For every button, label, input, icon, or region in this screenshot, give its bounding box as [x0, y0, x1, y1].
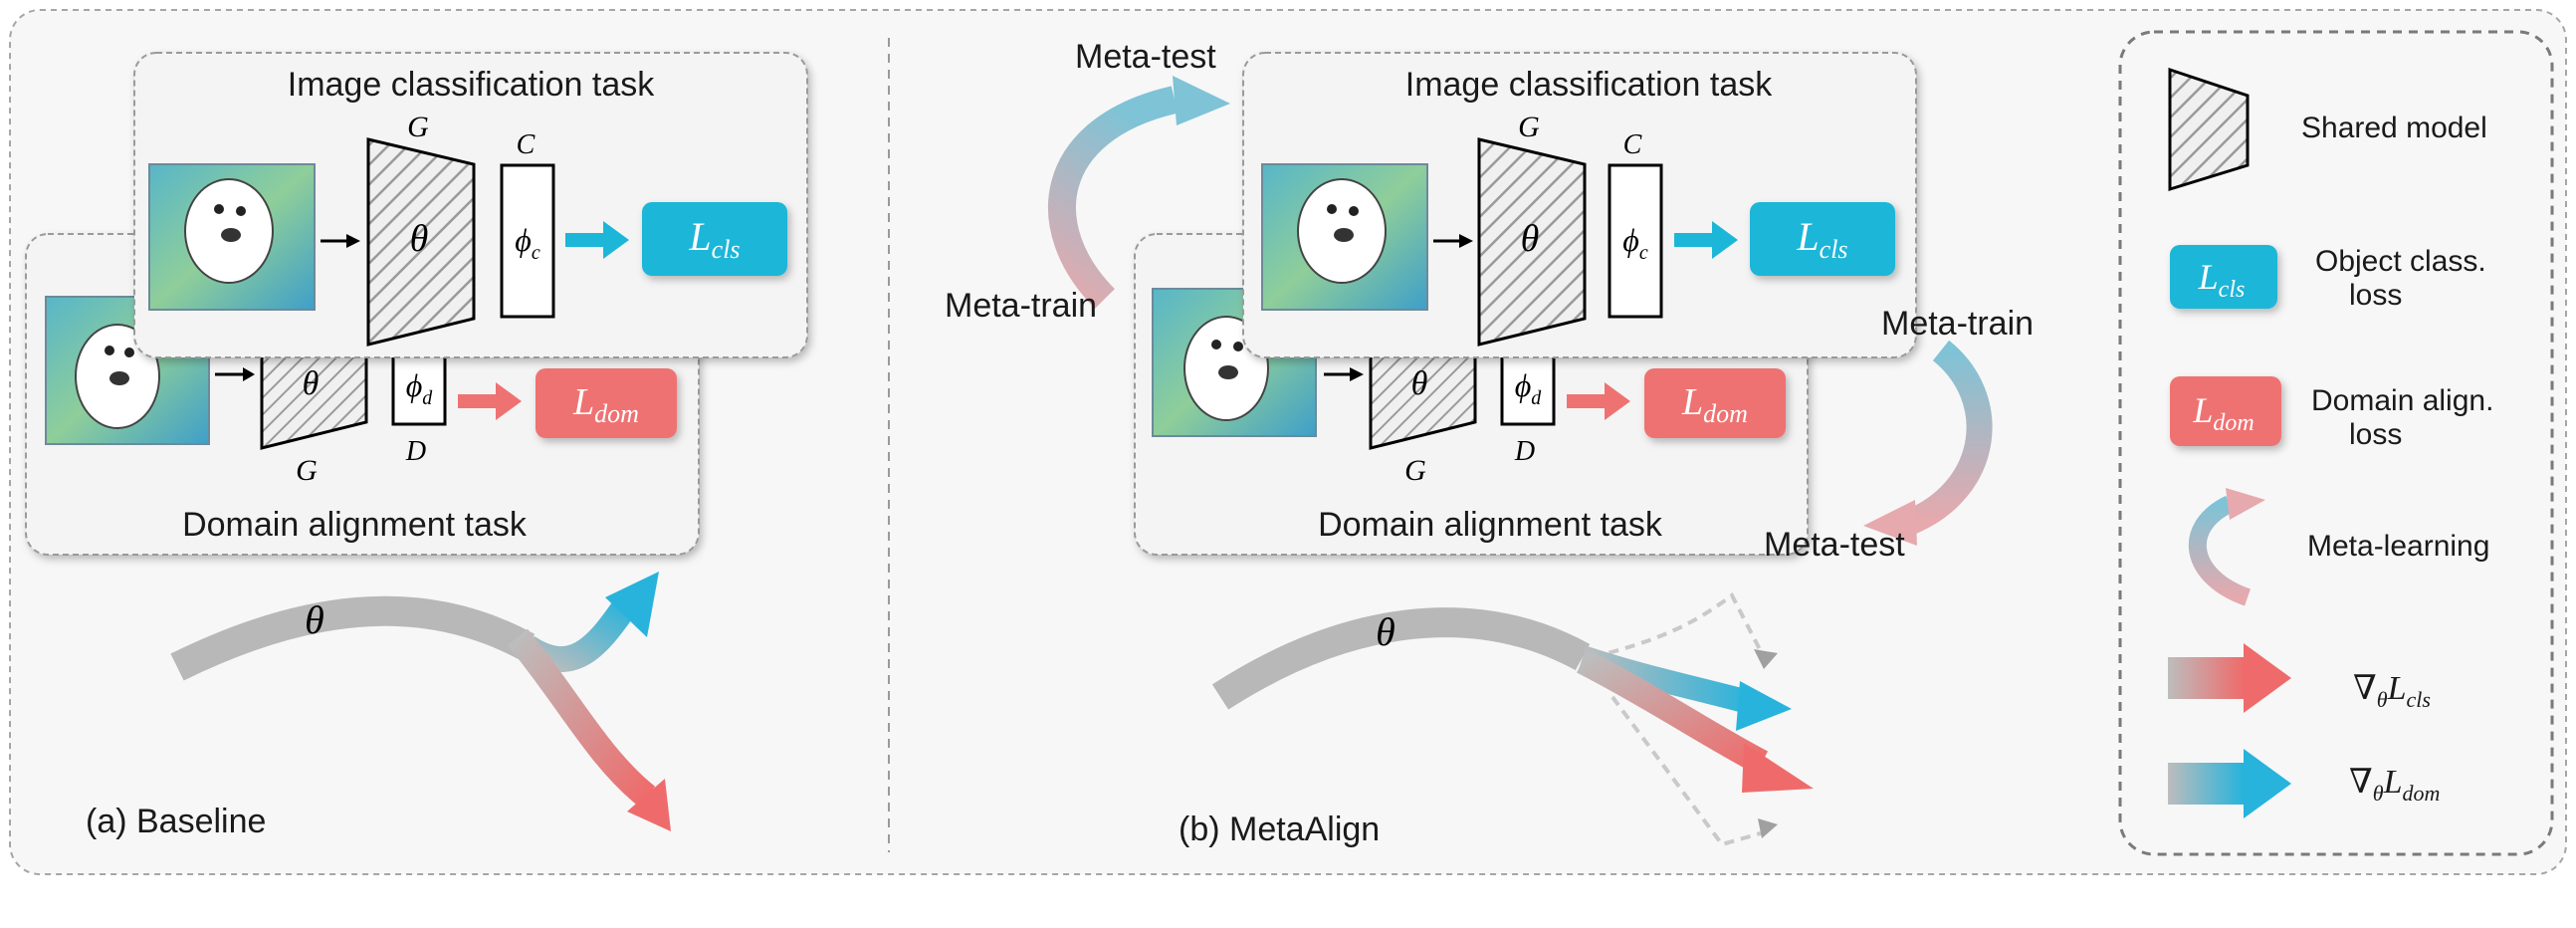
arrow-to-cls-loss	[1674, 221, 1738, 259]
path-theta-label: θ	[1376, 609, 1395, 654]
metaalign-panel: Domain alignment task θ G ϕd D Ldom Imag…	[945, 38, 2034, 848]
meta-dashed-lower-head	[1758, 818, 1778, 838]
meta-test-bottom-label: Meta-test	[1764, 526, 1905, 564]
theta-top: θ	[1521, 218, 1540, 260]
meta-train-left-label: Meta-train	[945, 287, 1097, 325]
domain-loss-label: Domain align. loss	[2311, 384, 2502, 451]
grad-dom-icon-body	[2168, 763, 2244, 805]
classifier-box	[500, 163, 555, 319]
cls-loss-icon	[2170, 245, 2277, 309]
path-theta-label: θ	[305, 597, 324, 642]
grad-cls-icon-body	[2168, 657, 2244, 699]
theta-path-main	[170, 595, 536, 681]
meta-test-top-label: Meta-test	[1075, 38, 1216, 76]
c-label: C	[1623, 129, 1642, 160]
baseline-caption: (a) Baseline	[86, 803, 266, 840]
meta-learning-label: Meta-learning	[2307, 530, 2489, 563]
arrow-to-dom-loss	[458, 382, 522, 420]
theta-bottom: θ	[1411, 365, 1428, 402]
cls-loss-label: Lcls	[1796, 214, 1847, 264]
grad-dom-arrowhead	[605, 572, 659, 637]
legend-frame	[2118, 30, 2554, 856]
cls-loss-icon-label: Lcls	[2198, 257, 2246, 303]
domain-alignment-title: Domain alignment task	[1318, 506, 1663, 544]
arrow-to-cls-loss	[565, 221, 629, 259]
meta-dashed-lower	[1610, 695, 1765, 847]
grad-cls-icon-head	[2244, 643, 2291, 713]
d-label: D	[1514, 436, 1535, 467]
image-classification-title: Image classification task	[1405, 66, 1773, 104]
d-label: D	[405, 436, 426, 467]
dog-image-top	[1261, 163, 1428, 311]
domain-discriminator-box	[391, 348, 447, 426]
shared-model-label: Shared model	[2301, 112, 2487, 144]
feature-extractor-g-top	[366, 137, 476, 347]
domain-discriminator-box	[1500, 348, 1556, 426]
dom-loss-badge	[536, 368, 677, 438]
classifier-box	[1608, 163, 1663, 319]
grad-cls-arrowhead	[627, 779, 671, 831]
grad-dom-label: ∇θLdom	[2349, 764, 2440, 806]
dom-loss-label: Ldom	[572, 381, 639, 428]
meta-dashed-upper-head	[1754, 649, 1778, 669]
grad-dom-icon-head	[2244, 749, 2291, 818]
meta-learning-icon	[2188, 495, 2252, 606]
g-label-bottom: G	[1404, 454, 1426, 487]
metaalign-caption: (b) MetaAlign	[1179, 811, 1380, 848]
grad-cls-branch	[1577, 649, 1768, 775]
g-label-top: G	[1518, 111, 1540, 143]
g-label-top: G	[407, 111, 429, 143]
cls-loss-badge	[642, 202, 787, 276]
shared-model-icon	[2168, 67, 2250, 192]
feature-extractor-g-top	[1477, 137, 1587, 347]
c-label: C	[517, 129, 536, 160]
g-label-bottom: G	[296, 454, 318, 487]
phi-c: ϕc	[1622, 222, 1648, 264]
baseline-panel: Domain alignment task θ G ϕd D Ldom Imag…	[25, 52, 808, 840]
dom-loss-badge	[1644, 368, 1786, 438]
meta-arrow-left-head	[1173, 76, 1230, 125]
cls-loss-badge	[1750, 202, 1895, 276]
grad-dom-arrowhead	[1736, 681, 1792, 731]
meta-arrow-right-head	[1863, 500, 1917, 546]
meta-arrow-left	[1048, 86, 1179, 309]
dom-loss-icon	[2170, 376, 2281, 446]
arrow-to-dom-loss	[1567, 382, 1630, 420]
dog-image-top	[148, 163, 316, 311]
theta-path-main	[1211, 607, 1591, 710]
meta-train-right-label: Meta-train	[1881, 305, 2034, 343]
meta-arrow-right	[1905, 340, 1993, 534]
dom-loss-label: Ldom	[1681, 381, 1748, 428]
image-classification-title: Image classification task	[288, 66, 655, 104]
phi-d: ϕd	[1515, 367, 1543, 409]
theta-top: θ	[410, 218, 429, 260]
object-loss-label: Object class. loss	[2315, 245, 2494, 312]
legend: Shared model Lcls Object class. loss Ldo…	[2118, 30, 2554, 856]
phi-c: ϕc	[515, 222, 540, 264]
dom-loss-icon-label: Ldom	[2192, 390, 2254, 436]
theta-bottom: θ	[303, 365, 320, 402]
phi-d: ϕd	[406, 367, 434, 409]
meta-learning-icon-head	[2226, 488, 2265, 520]
grad-cls-label: ∇θLcls	[2353, 670, 2431, 712]
cls-loss-label: Lcls	[688, 214, 740, 264]
grad-cls-branch	[508, 628, 656, 808]
domain-alignment-title: Domain alignment task	[182, 506, 528, 544]
grad-cls-arrowhead	[1742, 743, 1814, 793]
